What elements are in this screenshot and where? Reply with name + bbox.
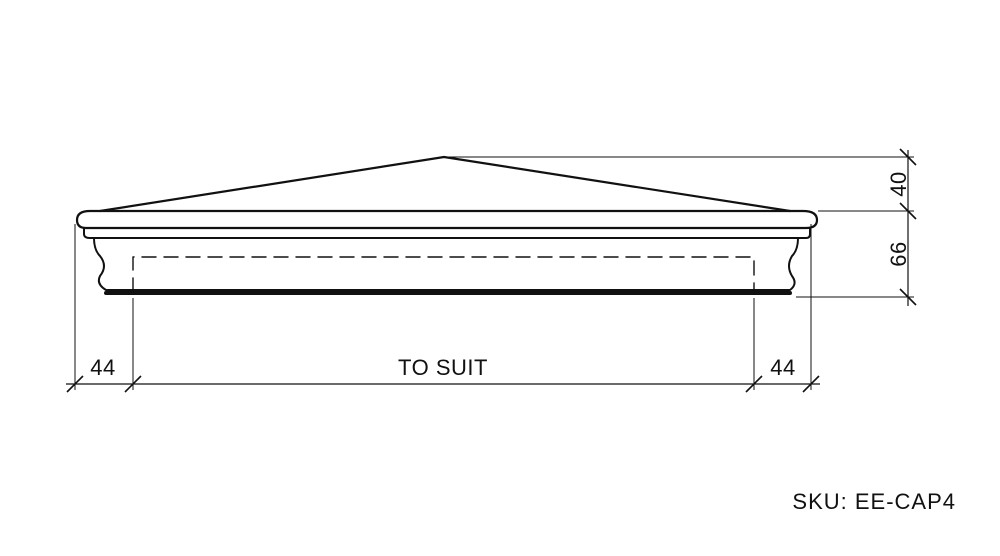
cap-bead: [75, 209, 819, 230]
sku-label: SKU: EE-CAP4: [792, 489, 956, 514]
pyramid-top: [98, 155, 792, 213]
extension-lines: [74, 156, 914, 390]
left-overhang-label: 44: [90, 355, 115, 380]
right-overhang-label: 44: [770, 355, 795, 380]
base-height-label: 66: [886, 241, 911, 266]
post-cap-profile: [75, 155, 819, 295]
cap-height-label: 40: [886, 171, 911, 196]
horizontal-dimension: [66, 375, 820, 393]
cove-molding: [93, 237, 799, 291]
span-label: TO SUIT: [398, 355, 488, 380]
cap-fillet: [83, 227, 811, 239]
hidden-post-outline: [132, 256, 755, 293]
vertical-dimension: [899, 148, 917, 306]
